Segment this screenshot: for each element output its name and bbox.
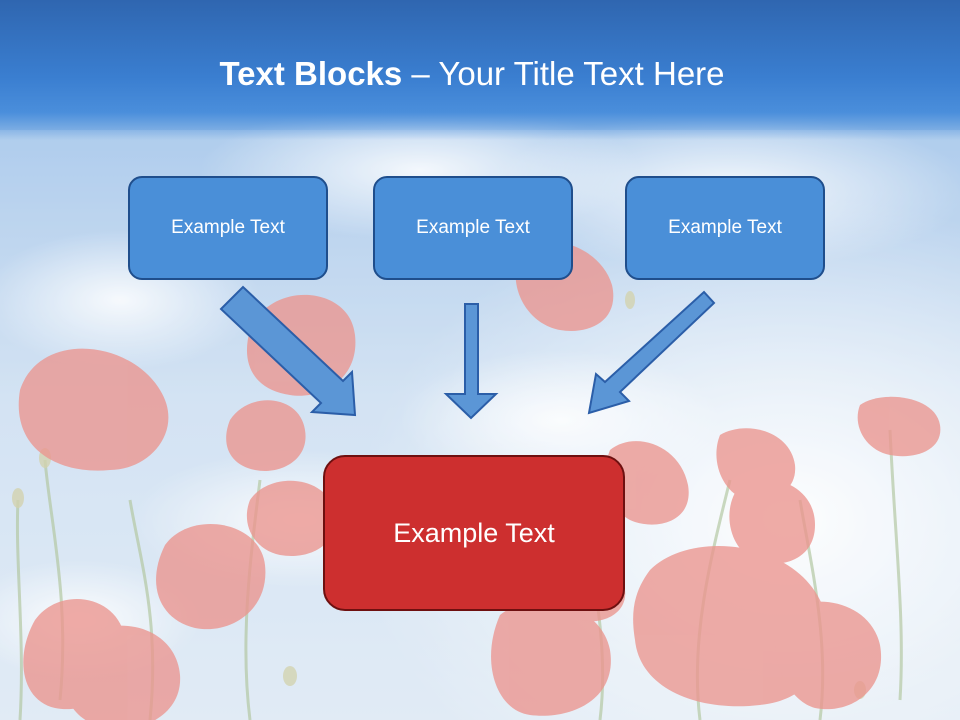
text-block-right-label: Example Text bbox=[668, 217, 782, 238]
arrow-left-diagonal bbox=[219, 285, 357, 417]
poppy-flower bbox=[226, 400, 306, 471]
text-block-center-label: Example Text bbox=[416, 217, 530, 238]
poppy-flower bbox=[491, 601, 611, 716]
slide-title: Text Blocks – Your Title Text Here bbox=[0, 52, 944, 96]
poppy-flower bbox=[729, 479, 815, 564]
poppy-flower bbox=[246, 480, 336, 556]
poppy-flower bbox=[857, 396, 941, 457]
poppy-flowers bbox=[18, 241, 941, 720]
text-block-result[interactable]: Example Text bbox=[323, 455, 625, 611]
text-block-right[interactable]: Example Text bbox=[625, 176, 825, 280]
poppy-flower bbox=[605, 441, 689, 525]
poppy-flower bbox=[64, 625, 181, 720]
title-rest: Your Title Text Here bbox=[438, 55, 725, 92]
title-separator: – bbox=[402, 55, 439, 92]
text-block-left[interactable]: Example Text bbox=[128, 176, 328, 280]
arrow-right-diagonal bbox=[587, 290, 716, 415]
arrow-center-down bbox=[443, 303, 499, 420]
poppy-flower bbox=[18, 348, 169, 471]
text-block-center[interactable]: Example Text bbox=[373, 176, 573, 280]
poppy-flower bbox=[156, 523, 266, 630]
text-block-result-label: Example Text bbox=[393, 517, 555, 548]
text-block-left-label: Example Text bbox=[171, 217, 285, 238]
title-bold-part: Text Blocks bbox=[219, 55, 403, 92]
title-band bbox=[0, 0, 960, 140]
poppy-flower bbox=[774, 601, 882, 710]
